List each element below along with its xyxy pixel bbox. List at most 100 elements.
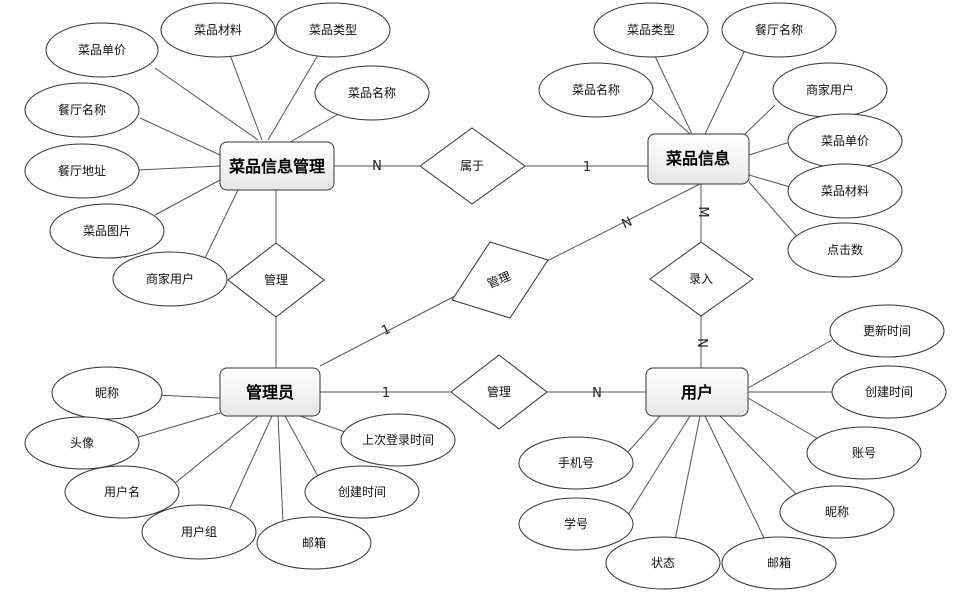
edge-user-status	[674, 415, 701, 541]
attribute-label: 状态	[651, 556, 675, 570]
cardinality-label: N	[694, 338, 709, 348]
attribute-label: 创建时间	[338, 485, 386, 499]
attribute-label: 上次登录时间	[362, 432, 434, 447]
cardinality-label: N	[372, 159, 382, 174]
entity-dish-management: 菜品信息管理	[219, 141, 335, 191]
attribute-label: 菜品类型	[627, 23, 675, 37]
edge-user-studentno	[627, 415, 691, 516]
edge-user-updated	[747, 339, 833, 389]
attribute-last-login-time: 上次登录时间	[340, 413, 456, 467]
edge-admin-email	[277, 415, 284, 523]
edge-mgmt-material	[229, 54, 263, 141]
attribute-label: 菜品名称	[348, 85, 396, 100]
attribute-avatar: 头像	[24, 416, 140, 470]
attribute-restaurant-address: 餐厅地址	[24, 143, 140, 199]
attribute-label: 更新时间	[863, 323, 911, 338]
attribute-label: 账号	[852, 446, 876, 460]
attribute-label: 餐厅名称	[58, 102, 106, 117]
attribute-email: 邮箱	[256, 516, 372, 570]
attribute-status: 状态	[605, 536, 721, 590]
edge-user-email	[704, 415, 766, 541]
entities: 菜品信息管理 菜品信息 管理员 用户	[219, 133, 750, 417]
relationship-manage-user: 管理	[450, 354, 548, 430]
attribute-label: 商家用户	[146, 271, 194, 286]
attribute-label: 昵称	[95, 386, 119, 400]
attribute-dish-material: 菜品材料	[160, 2, 276, 58]
relationship-label: 属于	[460, 159, 484, 173]
cardinality-label: 1	[379, 322, 393, 339]
attribute-dish-price: 菜品单价	[45, 22, 159, 78]
attribute-restaurant-name: 餐厅名称	[24, 82, 140, 138]
cardinality-label: N	[620, 215, 635, 233]
attribute-dish-name: 菜品名称	[538, 62, 654, 118]
attribute-label: 用户名	[104, 484, 140, 499]
attribute-label: 头像	[70, 436, 94, 450]
attribute-created-time: 创建时间	[304, 465, 420, 519]
edge-info-material	[748, 174, 791, 188]
attributes-user: 更新时间 创建时间 账号 昵称 邮箱 状态 学号 手机号	[518, 304, 947, 590]
attribute-merchant-user: 商家用户	[772, 62, 888, 118]
attribute-label: 菜品单价	[821, 134, 869, 148]
edge-info-restaurant	[704, 49, 746, 135]
edge-mgmt-address	[137, 165, 221, 171]
edge-admin-nickname	[154, 394, 221, 399]
attribute-dish-type: 菜品类型	[593, 2, 709, 58]
attribute-label: 手机号	[558, 456, 594, 470]
attribute-label: 学号	[564, 516, 588, 531]
edge-info-type	[651, 49, 693, 135]
entity-user: 用户	[645, 367, 749, 417]
attribute-label: 商家用户	[806, 82, 854, 97]
edge-mgmt-price	[154, 67, 259, 141]
attribute-student-number: 学号	[518, 497, 634, 551]
attribute-label: 菜品材料	[194, 23, 242, 37]
attribute-email: 邮箱	[721, 536, 837, 590]
edge-manage2-admin	[319, 295, 456, 367]
attribute-label: 菜品类型	[309, 23, 357, 37]
cardinalities: N 1 N 1 1 N M N	[372, 159, 710, 401]
attribute-label: 菜品图片	[83, 224, 131, 238]
entity-label: 管理员	[246, 383, 294, 402]
edge-admin-group	[229, 415, 273, 509]
attribute-label: 创建时间	[865, 385, 913, 399]
cardinality-label: 1	[583, 160, 591, 175]
edge-admin-created	[284, 415, 321, 481]
edge-mgmt-image	[154, 179, 221, 216]
attribute-label: 邮箱	[302, 535, 326, 550]
attribute-label: 昵称	[825, 505, 849, 519]
edges	[134, 49, 833, 541]
attribute-nickname: 昵称	[779, 485, 895, 539]
attribute-label: 点击数	[827, 242, 863, 257]
relationship-label: 管理	[487, 384, 511, 399]
relationship-manage-dish-mgmt: 管理	[227, 242, 325, 318]
entity-dish-info: 菜品信息	[647, 133, 750, 185]
edge-info-price	[748, 141, 791, 156]
attribute-username: 用户名	[64, 465, 180, 519]
attribute-updated-time: 更新时间	[829, 304, 945, 358]
cardinality-label: M	[695, 206, 710, 217]
entity-label: 菜品信息管理	[228, 157, 325, 176]
attribute-label: 邮箱	[767, 555, 791, 570]
attribute-label: 用户组	[181, 524, 217, 539]
attributes-dish-mgmt: 菜品单价 菜品材料 菜品类型 菜品名称 餐厅名称 餐厅地址 菜品图片 商家用户	[24, 2, 430, 307]
relationship-label: 录入	[689, 272, 713, 286]
entity-label: 用户	[681, 383, 713, 402]
attribute-created-time: 创建时间	[831, 365, 947, 419]
edge-mgmt-merchant	[204, 189, 239, 259]
edge-user-nickname	[719, 415, 798, 496]
attribute-label: 菜品名称	[572, 82, 620, 97]
attribute-dish-type: 菜品类型	[275, 2, 391, 58]
edge-info-manage2	[544, 183, 701, 263]
attribute-dish-price: 菜品单价	[787, 113, 903, 169]
edge-info-name	[649, 97, 691, 135]
relationship-belongs: 属于	[419, 127, 526, 205]
edge-user-phone	[627, 415, 661, 453]
edge-admin-lastlogin	[299, 415, 346, 433]
edge-mgmt-name	[284, 111, 343, 146]
attributes-admin: 昵称 头像 用户名 用户组 邮箱 创建时间 上次登录时间	[24, 366, 456, 570]
attribute-label: 餐厅地址	[58, 163, 106, 178]
attribute-merchant-user: 商家用户	[112, 251, 228, 307]
edge-mgmt-type	[267, 54, 319, 141]
entity-label: 菜品信息	[665, 149, 730, 168]
relationship-label: 管理	[264, 272, 288, 287]
